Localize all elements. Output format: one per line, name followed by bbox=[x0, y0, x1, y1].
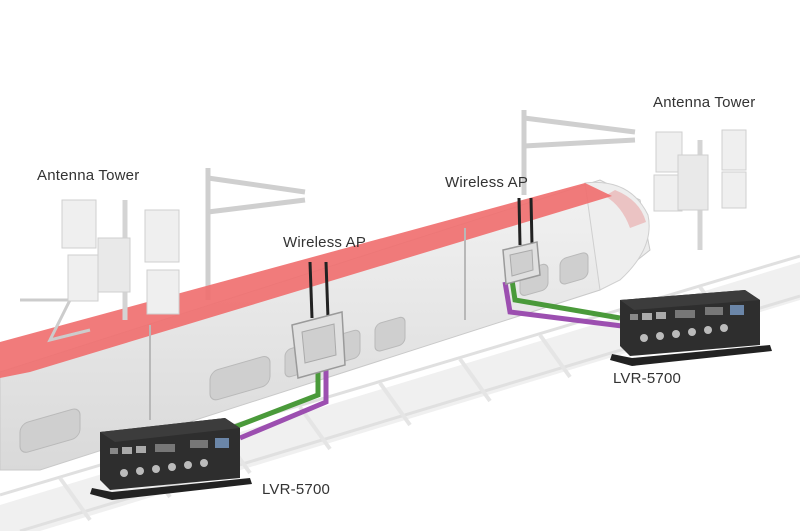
lvr-5700-label-right: LVR-5700 bbox=[613, 370, 682, 387]
antenna-tower-label-left: Antenna Tower bbox=[37, 167, 140, 184]
cable-left bbox=[231, 370, 329, 441]
catenary-pole-left bbox=[205, 168, 306, 300]
lvr-5700-device-icon bbox=[610, 290, 772, 366]
antenna-tower-icon bbox=[61, 199, 180, 320]
antenna-tower-icon bbox=[653, 129, 747, 250]
catenary-pole-right bbox=[521, 110, 636, 195]
lvr-5700-label-left: LVR-5700 bbox=[262, 481, 331, 498]
antenna-tower-label-right: Antenna Tower bbox=[653, 94, 756, 111]
wireless-ap-label-right: Wireless AP bbox=[445, 174, 529, 191]
wireless-ap-icon bbox=[291, 261, 346, 379]
lvr-5700-device-icon bbox=[90, 418, 252, 500]
wireless-ap-label-left: Wireless AP bbox=[283, 234, 367, 251]
cable-right bbox=[502, 279, 623, 329]
wireless-ap-icon bbox=[502, 197, 541, 285]
